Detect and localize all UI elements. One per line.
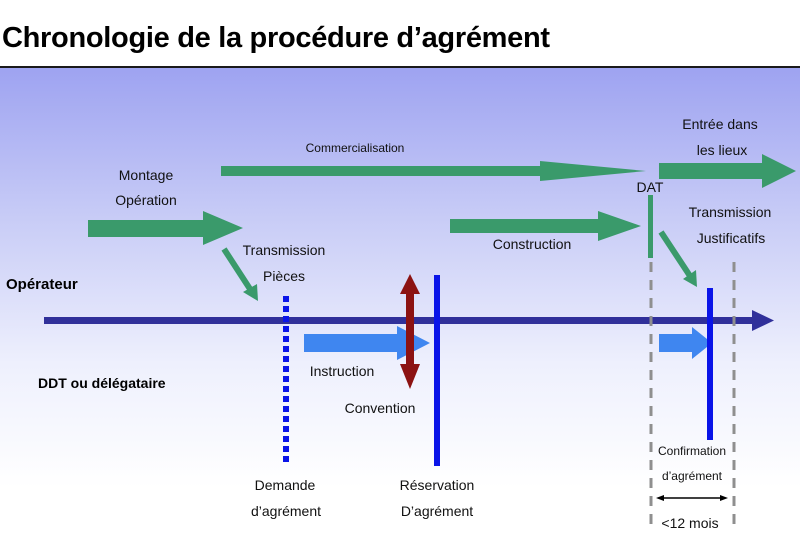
convention-label: Convention [345,400,416,416]
confirmation-label-1: Confirmation [658,444,726,458]
commercialisation-arrow [221,161,646,181]
entree-label-2: les lieux [697,142,748,158]
demande-label-1: Demande [255,477,316,493]
montage-label-1: Montage [119,167,174,183]
reservation-label-1: Réservation [400,477,475,493]
construction-arrow [450,211,641,241]
montage-label-2: Opération [115,192,176,208]
instruction-label: Instruction [310,363,375,379]
dat-label: DAT [637,179,664,195]
transmission-pieces-label-2: Pièces [263,268,305,284]
entree-label-1: Entrée dans [682,116,758,132]
delai-label: <12 mois [661,515,718,531]
confirmation-arrow [659,327,712,359]
time-axis [44,310,774,331]
transmission-pieces-arrow [221,247,258,301]
diagram-background [0,68,800,545]
title-underline [0,66,800,68]
transmission-justificatifs-label-2: Justificatifs [697,230,765,246]
construction-label: Construction [493,236,572,252]
reservation-agrement-bar [434,275,440,466]
reservation-label-2: D’agrément [401,503,473,519]
instruction-arrow [304,326,430,360]
confirmation-label-2: d’agrément [662,469,723,483]
lane-label-operateur: Opérateur [6,276,78,293]
convention-double-arrow [400,274,420,389]
confirmation-agrement-bar [707,288,713,440]
montage-operation-arrow [88,211,243,245]
transmission-pieces-label-1: Transmission [243,242,326,258]
lane-label-ddt: DDT ou délégataire [38,375,166,391]
page-title: Chronologie de la procédure d’agrément [2,22,550,54]
transmission-justificatifs-label-1: Transmission [689,204,772,220]
entree-dans-les-lieux-arrow [659,154,796,188]
commercialisation-label: Commercialisation [306,141,405,155]
dat-marker-bar [648,195,653,258]
transmission-justificatifs-arrow [658,230,697,287]
demande-label-2: d’agrément [251,503,321,519]
